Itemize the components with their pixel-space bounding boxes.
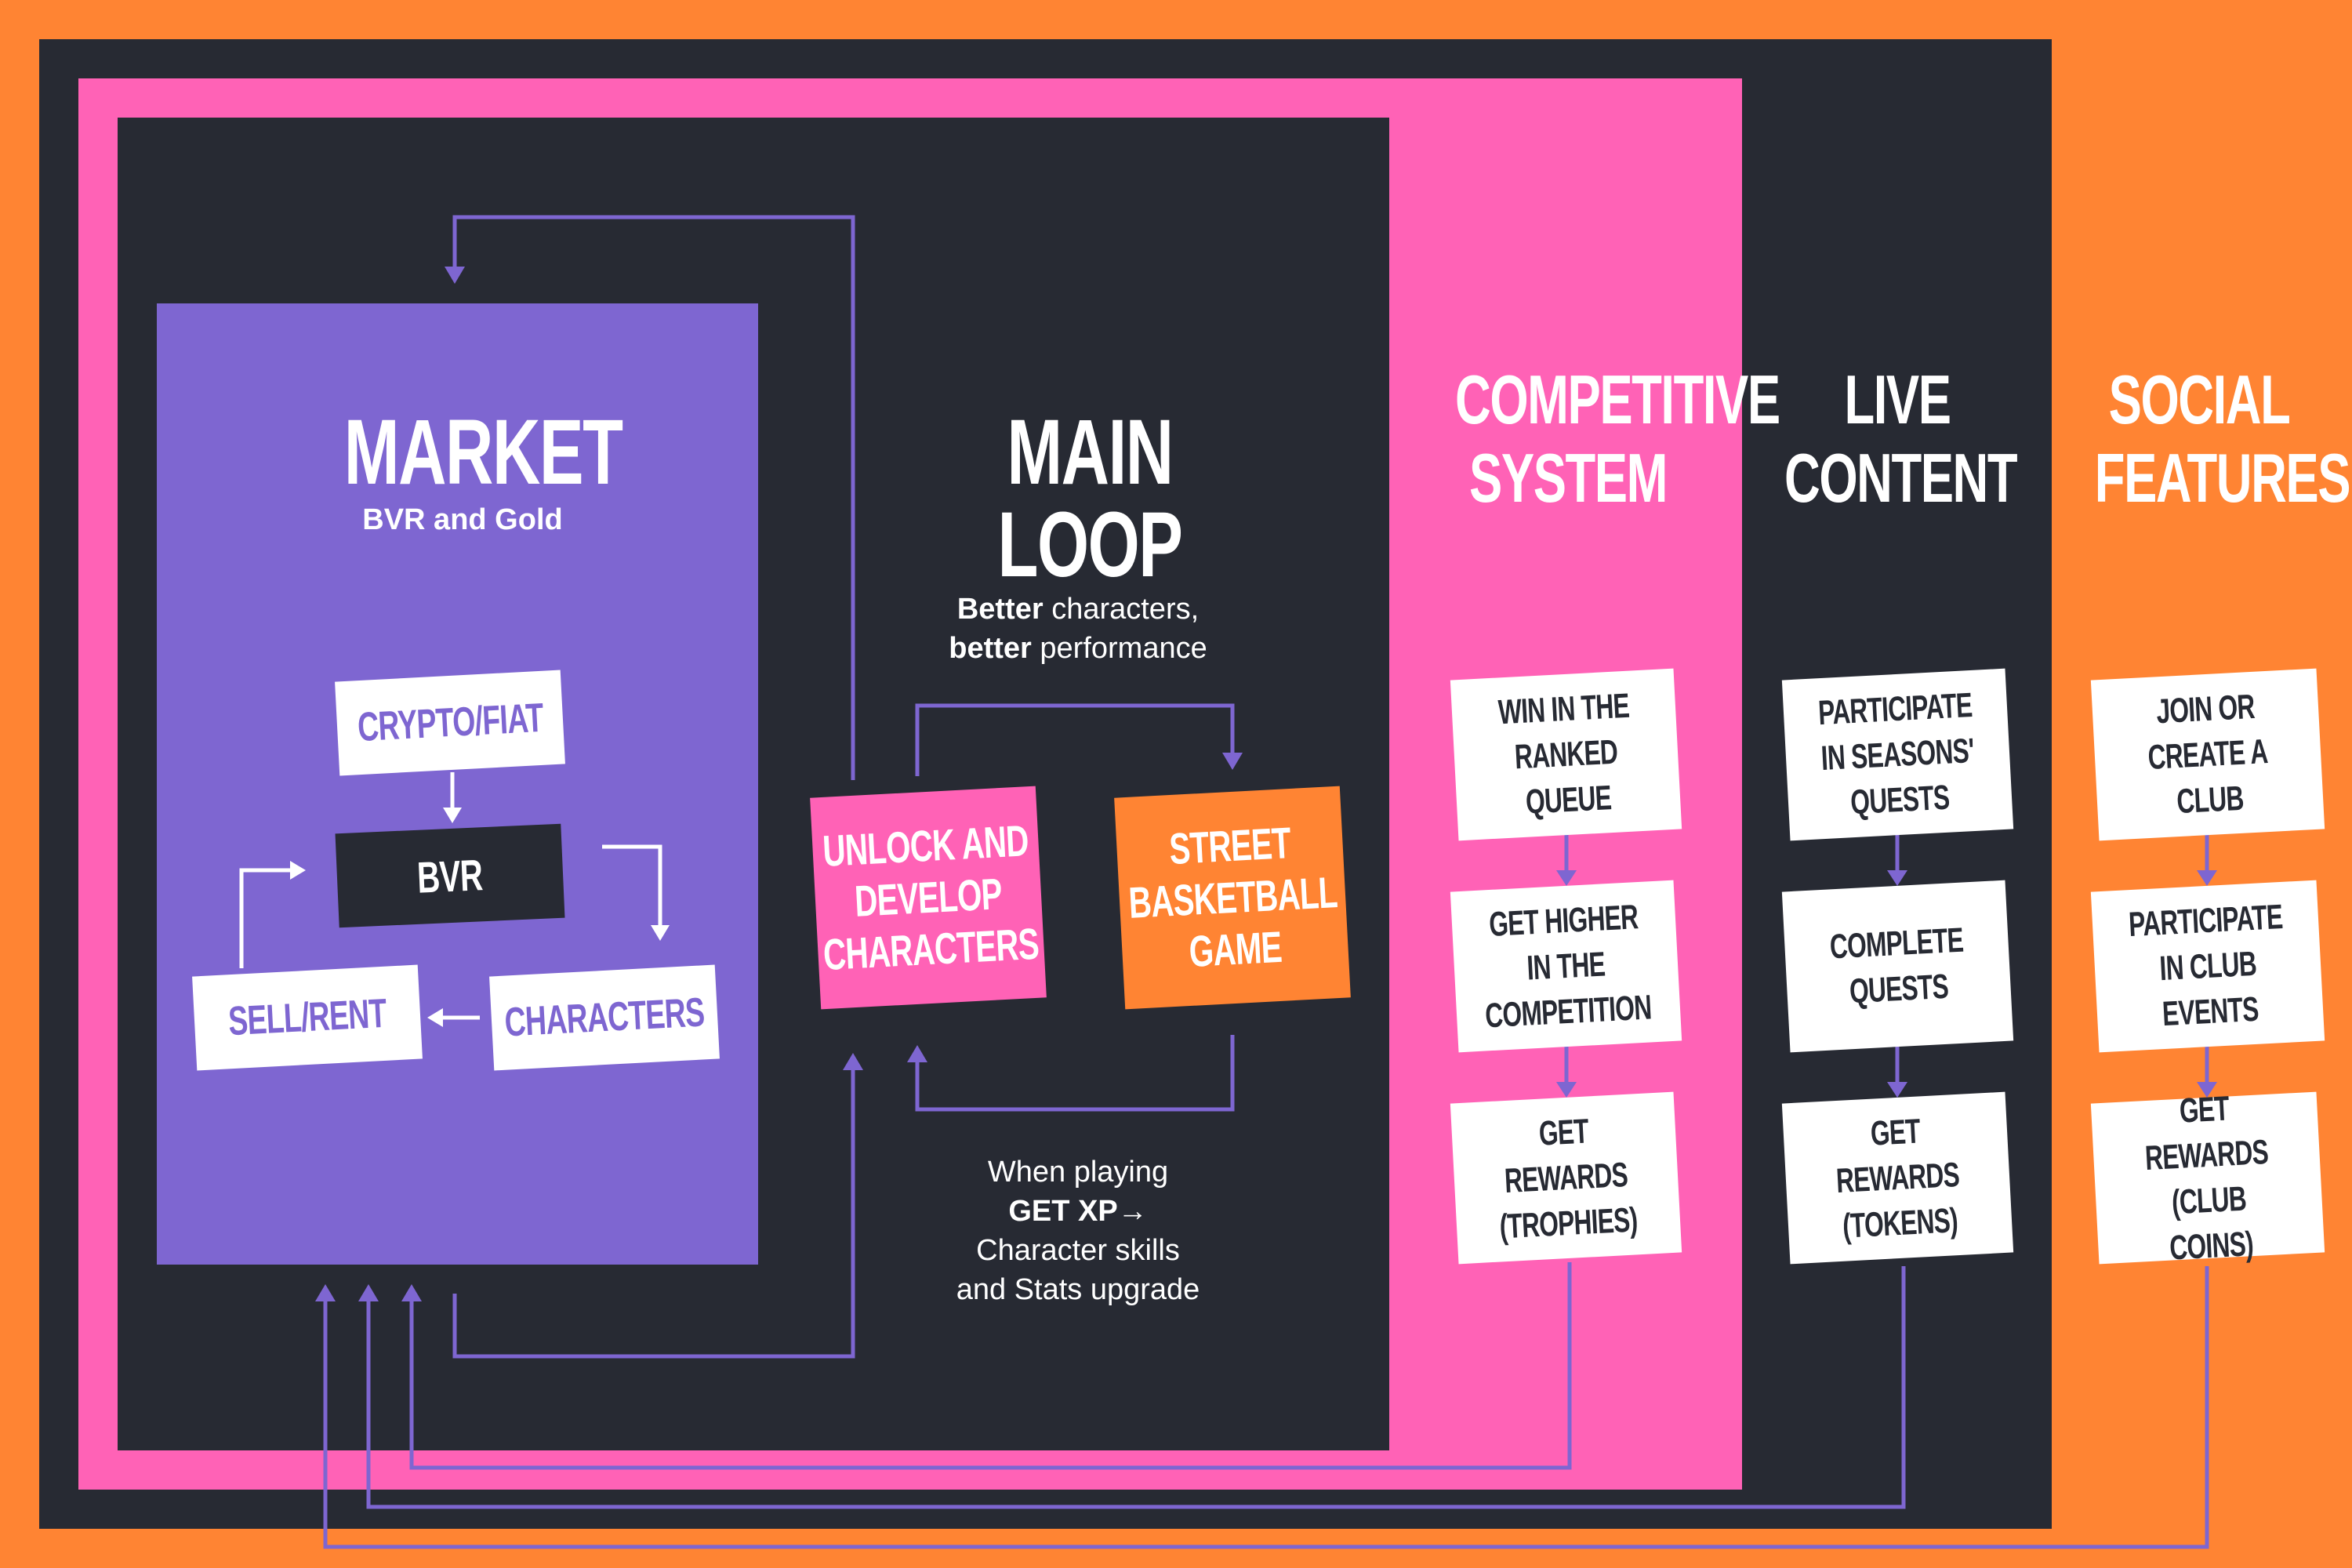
live-step-1: PARTICIPATE IN SEASONS' QUESTS (1781, 668, 2014, 841)
social-features-title: SOCIAL FEATURES (2094, 361, 2351, 517)
competitive-step-3: GET REWARDS (TROPHIES) (1450, 1091, 1682, 1265)
unlock-develop-characters-node: UNLOCK AND DEVELOP CHARACTERS (810, 786, 1047, 1010)
market-subtitle: BVR and Gold (362, 503, 563, 536)
market-title: MARKET (343, 401, 623, 504)
sell-rent-node: SELL/RENT (192, 964, 423, 1071)
street-basketball-game-node: STREET BASKETBALL GAME (1114, 786, 1351, 1010)
social-step-2: PARTICIPATE IN CLUB EVENTS (2090, 880, 2325, 1053)
arrowhead (2197, 870, 2217, 886)
competitive-step-1: WIN IN THE RANKED QUEUE (1450, 668, 1682, 841)
competitive-system-title: COMPETITIVE SYSTEM (1455, 361, 1780, 517)
better-characters-text: Better characters, better performance (949, 593, 1207, 665)
xp-text: When playing GET XP→ Character skills an… (956, 1156, 1200, 1306)
competitive-step-2: GET HIGHER IN THE COMPETITION (1450, 880, 1682, 1053)
crypto-fiat-node: CRYPTO/FIAT (335, 670, 565, 776)
main-loop-title: MAIN LOOP (997, 401, 1183, 597)
live-step-2: COMPLETE QUESTS (1781, 880, 2014, 1053)
social-step-3: GET REWARDS (CLUB COINS) (2090, 1089, 2325, 1267)
social-step-1: JOIN OR CREATE A CLUB (2090, 668, 2325, 841)
characters-node: CHARACTERS (489, 964, 720, 1071)
live-step-3: GET REWARDS (TOKENS) (1781, 1091, 2014, 1265)
live-content-title: LIVE CONTENT (1784, 361, 2018, 517)
bvr-node: BVR (335, 823, 565, 928)
